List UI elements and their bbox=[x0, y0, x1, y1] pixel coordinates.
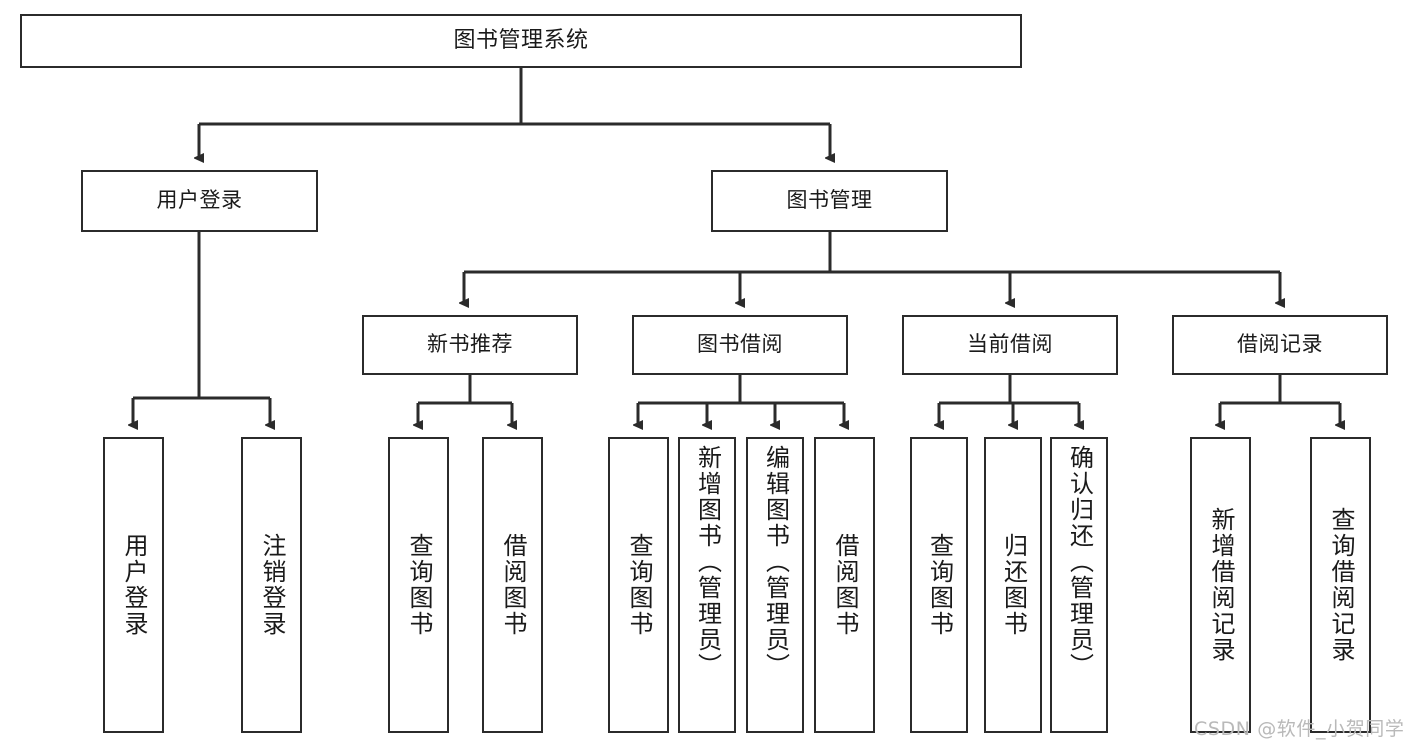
leaf-new-book-borrow-book[interactable]: 借阅图书 bbox=[482, 437, 543, 733]
node-label: 新增图书（管理员） bbox=[693, 445, 722, 679]
leaf-user-login-login[interactable]: 用户登录 bbox=[103, 437, 164, 733]
leaf-borrow-record-query-record[interactable]: 查询借阅记录 bbox=[1310, 437, 1371, 733]
leaf-user-login-logout[interactable]: 注销登录 bbox=[241, 437, 302, 733]
node-label: 借阅图书 bbox=[498, 533, 527, 637]
node-label: 借阅图书 bbox=[830, 533, 859, 637]
node-new-book-recommend[interactable]: 新书推荐 bbox=[362, 315, 578, 375]
node-label: 确认归还（管理员） bbox=[1065, 445, 1094, 679]
node-label: 查询图书 bbox=[624, 533, 653, 637]
node-current-borrow[interactable]: 当前借阅 bbox=[902, 315, 1118, 375]
node-label: 归还图书 bbox=[999, 533, 1028, 637]
node-label: 查询图书 bbox=[404, 533, 433, 637]
node-label: 注销登录 bbox=[257, 533, 286, 637]
node-root-book-management-system[interactable]: 图书管理系统 bbox=[20, 14, 1022, 68]
node-book-borrow[interactable]: 图书借阅 bbox=[632, 315, 848, 375]
node-label: 用户登录 bbox=[156, 188, 243, 213]
leaf-current-borrow-confirm-return-admin[interactable]: 确认归还（管理员） bbox=[1050, 437, 1108, 733]
node-label: 新书推荐 bbox=[427, 332, 513, 357]
node-user-login[interactable]: 用户登录 bbox=[81, 170, 318, 232]
leaf-current-borrow-query-book[interactable]: 查询图书 bbox=[910, 437, 968, 733]
leaf-book-borrow-borrow-book[interactable]: 借阅图书 bbox=[814, 437, 875, 733]
leaf-book-borrow-add-book-admin[interactable]: 新增图书（管理员） bbox=[678, 437, 736, 733]
leaf-borrow-record-add-record[interactable]: 新增借阅记录 bbox=[1190, 437, 1251, 733]
node-label: 借阅记录 bbox=[1237, 332, 1323, 357]
node-label: 图书管理系统 bbox=[453, 27, 589, 53]
node-label: 当前借阅 bbox=[967, 332, 1053, 357]
leaf-book-borrow-edit-book-admin[interactable]: 编辑图书（管理员） bbox=[746, 437, 804, 733]
node-label: 用户登录 bbox=[119, 533, 148, 637]
node-label: 查询借阅记录 bbox=[1326, 507, 1355, 663]
leaf-new-book-query-book[interactable]: 查询图书 bbox=[388, 437, 449, 733]
node-label: 新增借阅记录 bbox=[1206, 507, 1235, 663]
leaf-current-borrow-return-book[interactable]: 归还图书 bbox=[984, 437, 1042, 733]
node-label: 编辑图书（管理员） bbox=[761, 445, 790, 679]
node-book-management[interactable]: 图书管理 bbox=[711, 170, 948, 232]
node-borrow-record[interactable]: 借阅记录 bbox=[1172, 315, 1388, 375]
node-label: 图书借阅 bbox=[697, 332, 783, 357]
leaf-book-borrow-query-book[interactable]: 查询图书 bbox=[608, 437, 669, 733]
node-label: 图书管理 bbox=[786, 188, 873, 213]
csdn-watermark: CSDN @软件_小贺同学 bbox=[1194, 718, 1405, 740]
node-label: 查询图书 bbox=[925, 533, 954, 637]
